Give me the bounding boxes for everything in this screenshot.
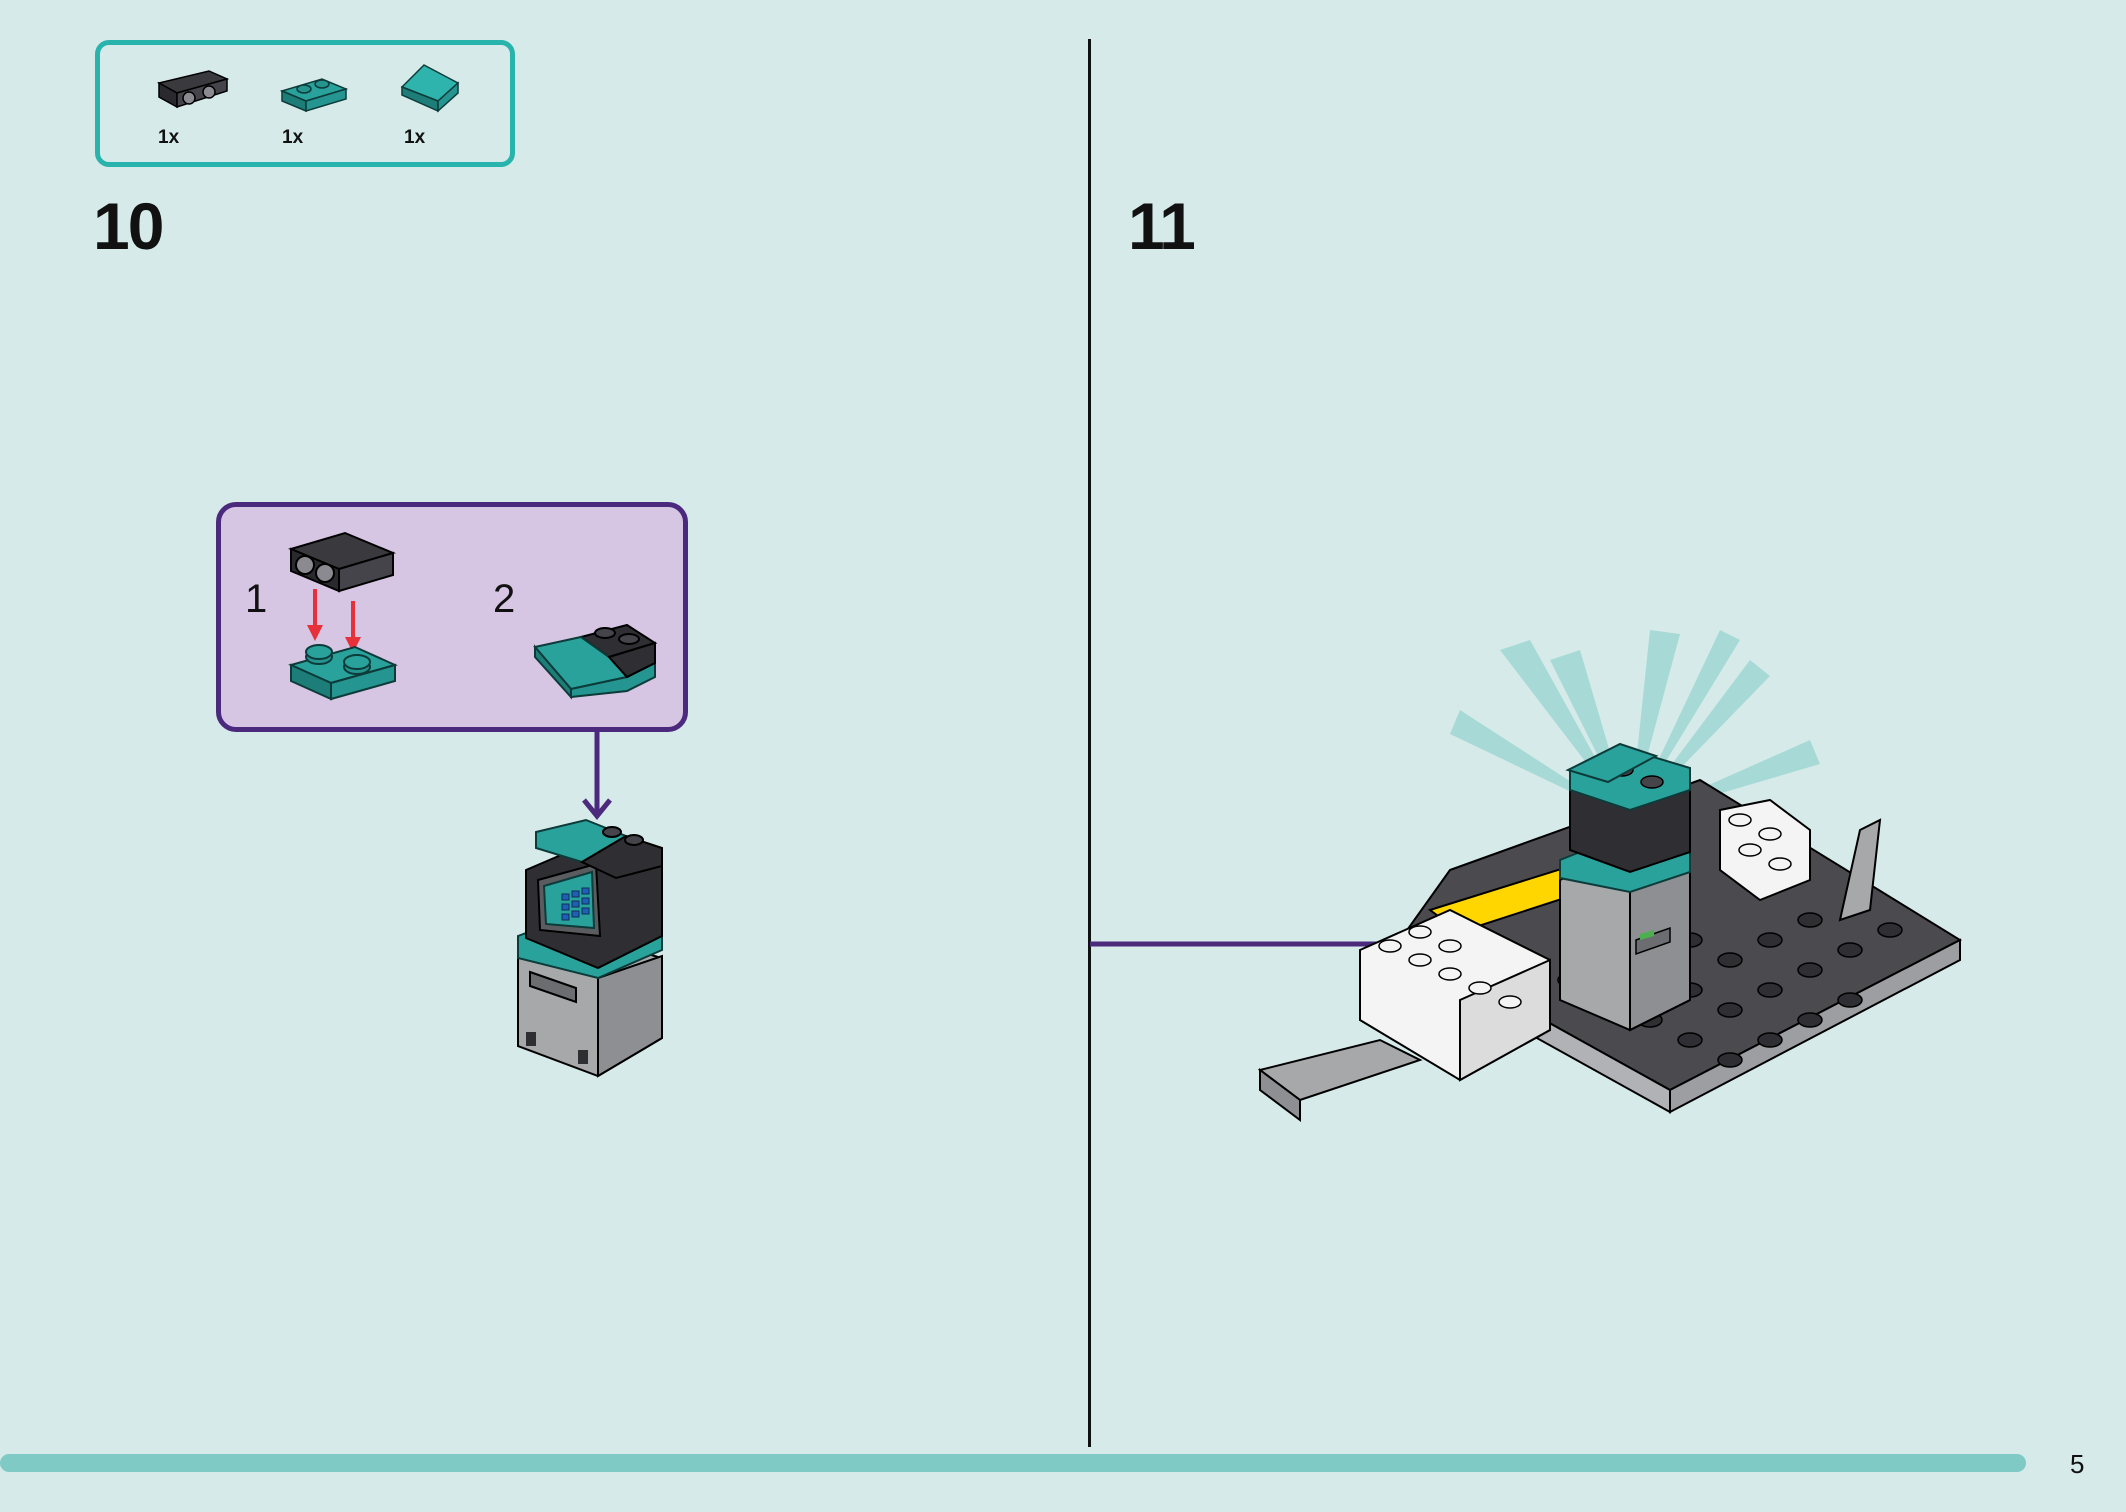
- subassembly-callout: 1 2: [216, 502, 688, 732]
- atm-model-illustration: [517, 818, 663, 1078]
- part-qty-3: 1x: [404, 127, 426, 148]
- step-number-11: 11: [1128, 189, 1196, 263]
- teal-slope-icon: [400, 64, 460, 113]
- dark-bracket-plate-icon: [156, 70, 230, 109]
- teal-plate-1x2-icon: [279, 78, 349, 113]
- shop-floor-illustration: [1257, 630, 1963, 1122]
- substep-2-illustration: [533, 623, 658, 700]
- sub-step-1: 1: [245, 577, 268, 621]
- parts-list-box: 1x 1x 1x: [95, 40, 515, 167]
- sub-step-2: 2: [493, 577, 516, 621]
- callout-arrow: [582, 730, 612, 820]
- page-number: 5: [2070, 1449, 2085, 1479]
- progress-bar: [0, 1454, 2026, 1472]
- substep-1-illustration: [288, 531, 398, 701]
- part-qty-2: 1x: [282, 127, 304, 148]
- part-qty-1: 1x: [158, 127, 180, 148]
- step-number-10: 10: [93, 189, 164, 263]
- page-divider: [1088, 39, 1091, 1447]
